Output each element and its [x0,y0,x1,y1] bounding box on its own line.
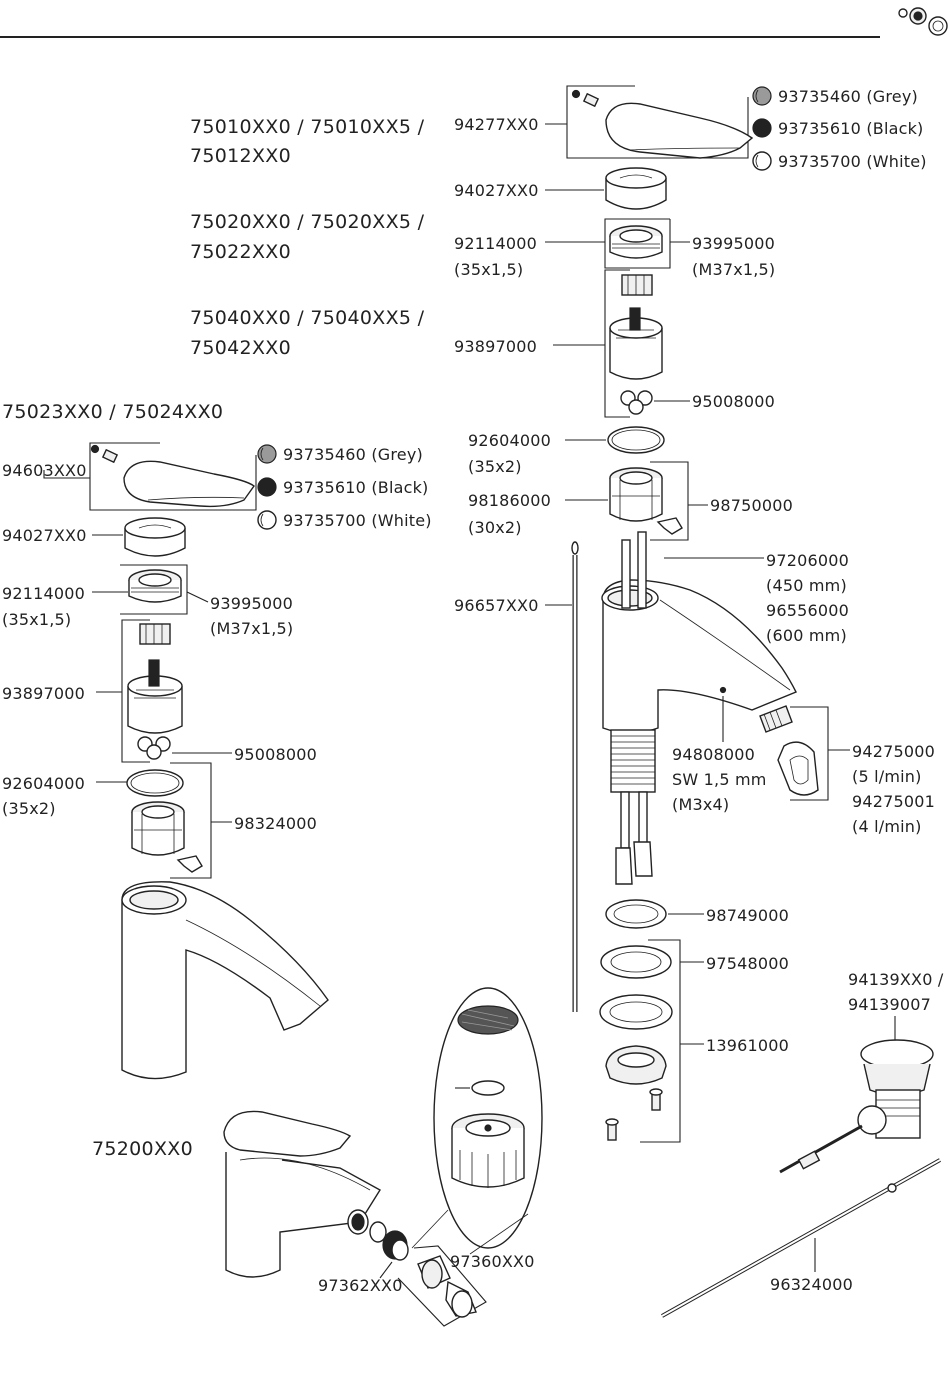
label-5lmin: (5 l/min) [852,767,922,786]
swivel-joint [369,1221,409,1261]
black-swatch-icon [752,118,772,138]
label-94808000: 94808000 [672,745,755,764]
model-header-2b: 75022XX0 [190,241,291,263]
parts-set-icon [898,7,948,36]
label-white-left: 93735700 (White) [283,511,432,530]
fixing-ring [599,994,673,1030]
aerator-detail-zoom [411,987,543,1255]
handle-lever-left [123,460,255,508]
grey-swatch-icon [752,86,772,106]
label-94139XX0: 94139XX0 / [848,970,944,989]
model-header-4: 75023XX0 / 75024XX0 [2,401,223,423]
label-98324000: 98324000 [234,814,317,833]
basin-mixer-body [601,531,797,885]
label-96556000: 96556000 [766,601,849,620]
label-35x2-left: (35x2) [2,799,56,818]
label-grey-left: 93735460 (Grey) [283,445,423,464]
label-35x15-right: (35x1,5) [454,260,523,279]
label-92114000-left: 92114000 [2,584,85,603]
label-94139007: 94139007 [848,995,931,1014]
label-13961000: 13961000 [706,1036,789,1055]
grub-screw-icon-left [90,444,119,464]
label-30x2: (30x2) [468,518,522,537]
label-92604000-left: 92604000 [2,774,85,793]
label-M3x4: (M3x4) [672,795,729,814]
linkage-rod [661,1158,941,1318]
model-header-3a: 75040XX0 / 75040XX5 / [190,307,425,329]
label-35x2-right: (35x2) [468,457,522,476]
label-93897000-left: 93897000 [2,684,85,703]
fixing-plate [605,1045,667,1085]
label-95008000-left: 95008000 [234,745,317,764]
model-header-2a: 75020XX0 / 75020XX5 / [190,211,425,233]
spray-nozzle [417,1255,477,1318]
washer [605,899,667,929]
threaded-nut [609,225,663,259]
pop-up-waste [779,1039,934,1174]
label-92604000-right: 92604000 [468,431,551,450]
aerator-key-icon [777,741,819,796]
o-ring-left [126,769,184,797]
label-94275000: 94275000 [852,742,935,761]
label-M37x15-left: (M37x1,5) [210,619,293,638]
label-4lmin: (4 l/min) [852,817,922,836]
model-header-5: 75200XX0 [92,1138,193,1160]
model-header-1b: 75012XX0 [190,145,291,167]
label-97548000: 97548000 [706,954,789,973]
pop-up-rod [571,541,579,1012]
label-96324000: 96324000 [770,1275,853,1294]
model-header-1a: 75010XX0 / 75010XX5 / [190,116,425,138]
cover-cap [605,167,667,210]
o-ring [607,426,665,454]
label-94275001: 94275001 [852,792,935,811]
aerator [759,705,793,733]
cartridge [609,274,663,380]
label-94027XX0-left: 94027XX0 [2,526,87,545]
label-600mm: (600 mm) [766,626,847,645]
threaded-nut-left [128,569,182,603]
label-black-right: 93735610 (Black) [778,119,924,138]
black-swatch-icon-left [257,477,277,497]
cartridge-seal-left [137,736,171,760]
label-98750000: 98750000 [710,496,793,515]
label-98749000: 98749000 [706,906,789,925]
label-97206000: 97206000 [766,551,849,570]
label-black-left: 93735610 (Black) [283,478,429,497]
valve-insert [609,467,683,535]
bidet-mixer-body [223,1110,381,1278]
valve-insert-left [131,801,203,873]
model-header-3b: 75042XX0 [190,337,291,359]
label-97360XX0: 97360XX0 [450,1252,535,1271]
cover-cap-left [124,517,186,557]
grub-screw-icon [571,89,600,108]
label-450mm: (450 mm) [766,576,847,595]
label-M37x15-right: (M37x1,5) [692,260,775,279]
label-white-right: 93735700 (White) [778,152,927,171]
label-94277XX0: 94277XX0 [454,115,539,134]
cartridge-seal [620,390,653,415]
label-93897000-right: 93897000 [454,337,537,356]
label-95008000-right: 95008000 [692,392,775,411]
basin-mixer-body-left [121,881,329,1080]
gasket [600,945,672,979]
white-swatch-icon-left [257,510,277,530]
label-SW15mm: SW 1,5 mm [672,770,767,789]
label-93995000-right: 93995000 [692,234,775,253]
label-94603XX0: 94603XX0 [2,461,87,480]
label-97362XX0: 97362XX0 [318,1276,403,1295]
label-93995000-left: 93995000 [210,594,293,613]
label-98186000: 98186000 [468,491,551,510]
white-swatch-icon [752,151,772,171]
handle-lever [605,102,754,159]
fixing-screws [605,1088,663,1141]
label-94027XX0-right: 94027XX0 [454,181,539,200]
label-96657XX0: 96657XX0 [454,596,539,615]
label-35x15-left: (35x1,5) [2,610,71,629]
grey-swatch-icon-left [257,444,277,464]
cartridge-left [127,623,183,734]
label-grey-right: 93735460 (Grey) [778,87,918,106]
label-92114000-right: 92114000 [454,234,537,253]
